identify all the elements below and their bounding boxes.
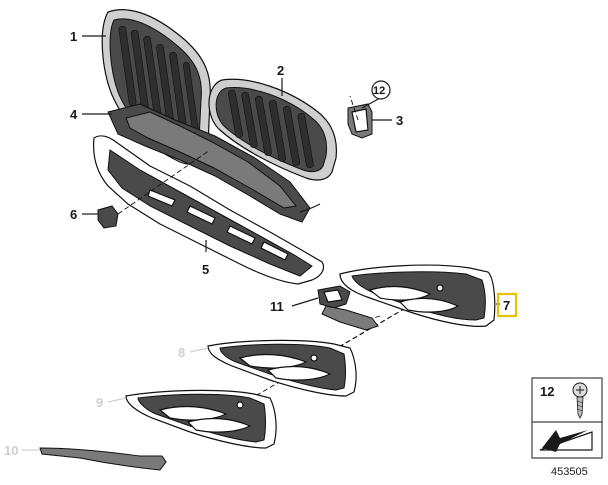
bracket[interactable]	[347, 103, 373, 139]
legend-screw-number: 12	[540, 384, 554, 399]
callout-1[interactable]: 1	[70, 29, 77, 44]
callout-12-circle	[371, 80, 391, 100]
clip[interactable]	[97, 205, 119, 229]
lower-grille-center[interactable]	[93, 135, 325, 285]
callout-6[interactable]: 6	[70, 207, 77, 222]
callout-7-highlight	[496, 292, 518, 318]
legend-box: 12 453505	[531, 377, 603, 478]
screw-icon	[572, 382, 588, 419]
callout-9[interactable]: 9	[96, 395, 103, 410]
lower-grille-variant-b[interactable]	[125, 389, 277, 449]
grille-carrier[interactable]	[107, 103, 321, 223]
callout-3[interactable]: 3	[396, 113, 403, 128]
lower-grille-variant-a[interactable]	[207, 339, 357, 397]
callout-4[interactable]: 4	[70, 107, 78, 122]
callout-5[interactable]: 5	[202, 262, 209, 277]
callout-2[interactable]: 2	[277, 63, 284, 78]
callout-11[interactable]: 11	[270, 299, 284, 314]
callout-12[interactable]: 12	[373, 85, 385, 97]
callout-8[interactable]: 8	[178, 345, 185, 360]
kidney-grille-right[interactable]	[208, 78, 338, 181]
lower-grille-right[interactable]	[339, 264, 496, 327]
catalog-number: 453505	[551, 466, 588, 478]
callout-10[interactable]: 10	[4, 443, 18, 458]
view-direction-arrow-icon	[539, 430, 593, 452]
trim-strip[interactable]	[39, 447, 167, 471]
callouts: 1 2 3 4 5 6 7 8 9 10 11 12	[4, 29, 518, 458]
insert[interactable]	[317, 285, 379, 331]
callout-7[interactable]: 7	[503, 298, 510, 313]
